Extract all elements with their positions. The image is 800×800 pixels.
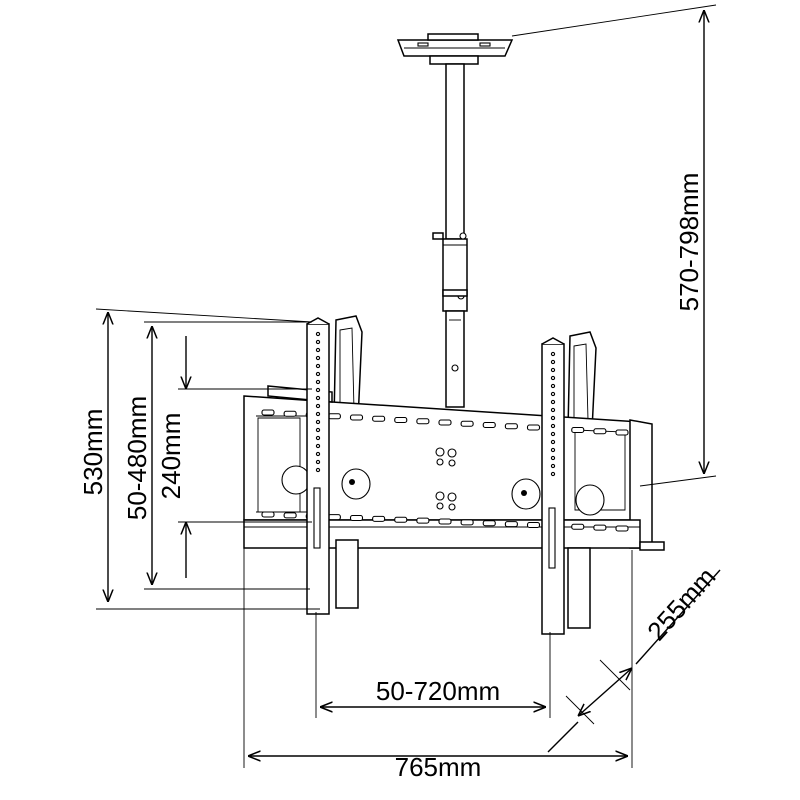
- rail-hole: [315, 427, 321, 433]
- label-depth: 255mm: [641, 562, 721, 647]
- dimension-height-range: 570-798mm: [511, 4, 717, 487]
- rail-hole: [550, 471, 556, 477]
- rail-hole: [550, 383, 556, 389]
- plate-slot: [283, 410, 297, 417]
- rail-hole: [550, 439, 556, 445]
- rail-hole: [550, 463, 556, 469]
- plate-slot: [372, 515, 386, 522]
- rail-hole: [550, 447, 556, 453]
- rail-hole: [550, 415, 556, 421]
- plate-slot: [416, 418, 430, 425]
- plate-slot: [571, 426, 585, 434]
- rail-hole: [550, 455, 556, 461]
- plate-slot: [460, 519, 474, 526]
- rail-hole: [315, 355, 321, 361]
- plate-slot: [504, 423, 518, 430]
- rail-hole: [315, 339, 321, 345]
- dimension-overall-width: 765mm: [243, 524, 633, 782]
- rail-hole: [550, 351, 556, 357]
- plate-slot: [526, 521, 541, 529]
- vertical-rail-left: [306, 317, 359, 615]
- rail-hole: [315, 451, 321, 457]
- rail-hole: [315, 419, 321, 425]
- ceiling-plate: [396, 33, 514, 65]
- plate-slot: [615, 525, 629, 532]
- rail-hole: [550, 359, 556, 365]
- plate-slot: [593, 524, 607, 531]
- plate-slot: [615, 429, 629, 436]
- plate-slot: [261, 511, 275, 518]
- center-bolts: [435, 447, 457, 511]
- dimension-horizontal-hole-range: 50-720mm: [315, 612, 551, 718]
- label-horizontal-hole-range: 50-720mm: [376, 676, 500, 706]
- plate-slot: [372, 415, 386, 422]
- plate-large-holes: [281, 465, 605, 516]
- label-vertical-hole-range: 50-480mm: [122, 396, 152, 520]
- rail-hole: [550, 407, 556, 413]
- rail-hole: [315, 371, 321, 377]
- rail-hole: [315, 435, 321, 441]
- plate-slot: [593, 428, 607, 435]
- plate-slot: [460, 420, 474, 427]
- dimension-vertical-hole-range: 50-480mm: [122, 321, 310, 590]
- rail-hole: [550, 423, 556, 429]
- rail-hole: [315, 395, 321, 401]
- rail-hole: [315, 467, 321, 473]
- rail-hole: [315, 387, 321, 393]
- rail-hole: [550, 391, 556, 397]
- label-overall-width: 765mm: [395, 752, 482, 782]
- dimension-vertical-hole-spacing: 240mm: [156, 336, 312, 578]
- rail-hole: [315, 403, 321, 409]
- label-height-range: 570-798mm: [674, 173, 704, 312]
- plate-slot: [349, 414, 364, 421]
- dimension-overall-height: 530mm: [78, 308, 320, 610]
- vertical-rail-right: [541, 337, 591, 635]
- plate-slot: [571, 523, 585, 530]
- telescopic-pole: [432, 63, 468, 408]
- plate-slot: [394, 416, 408, 424]
- plate-slot: [349, 514, 364, 522]
- plate-slot: [416, 517, 430, 524]
- plate-slot: [394, 516, 408, 523]
- rail-hole: [315, 459, 321, 465]
- rail-hole: [315, 411, 321, 417]
- plate-slots-top: [261, 409, 629, 436]
- plate-slot: [438, 518, 452, 525]
- rail-hole: [315, 347, 321, 353]
- rail-hole: [315, 443, 321, 449]
- plate-slot: [327, 413, 341, 420]
- tilt-bracket-right: [567, 331, 597, 431]
- rail-hole: [315, 379, 321, 385]
- plate-slot: [283, 512, 297, 519]
- label-vertical-hole-spacing: 240mm: [156, 413, 186, 500]
- plate-slot: [504, 521, 518, 528]
- rail-hole: [550, 431, 556, 437]
- plate-slot: [327, 514, 341, 521]
- rail-hole: [315, 331, 321, 337]
- rail-hole: [550, 375, 556, 381]
- plate-slot: [261, 409, 275, 416]
- plate-slot: [482, 520, 496, 527]
- plate-slot: [482, 421, 496, 429]
- rail-hole: [550, 367, 556, 373]
- label-overall-height: 530mm: [78, 409, 108, 496]
- plate-slot: [438, 419, 452, 426]
- rail-hole: [315, 363, 321, 369]
- rail-hole: [550, 399, 556, 405]
- plate-slot: [526, 424, 541, 431]
